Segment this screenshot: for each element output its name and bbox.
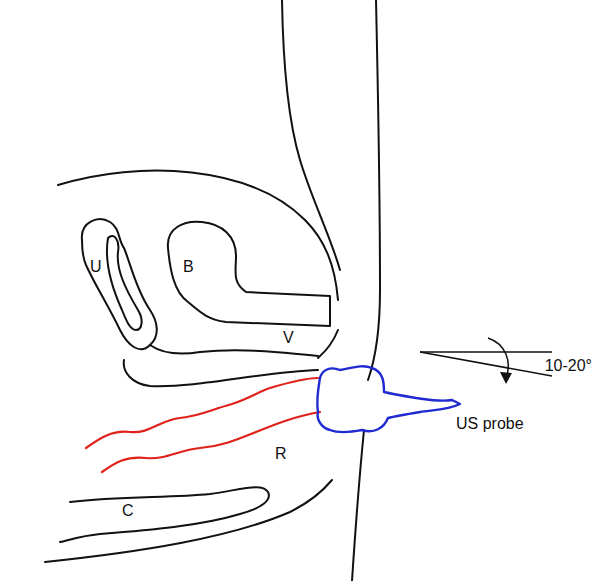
- colon: [60, 487, 269, 542]
- organ-label: B: [183, 259, 194, 275]
- angle-arc: [488, 338, 508, 378]
- rectum-wall: [86, 378, 318, 448]
- us-probe: [317, 366, 460, 432]
- pelvic-arc: [58, 171, 338, 300]
- vagina: [124, 345, 318, 386]
- angle-arrowhead: [500, 372, 512, 384]
- rectum-wall: [102, 412, 320, 472]
- sacral-line: [45, 480, 332, 562]
- angle-line: [420, 351, 552, 353]
- uterine-cavity: [107, 236, 142, 330]
- probe-label: US probe: [456, 416, 524, 432]
- perineum: [318, 330, 338, 358]
- abdominal-wall: [282, 0, 340, 270]
- organ-label: R: [275, 446, 287, 462]
- organ-label: V: [283, 330, 294, 346]
- organ-label: C: [122, 503, 134, 519]
- angle-label: 10-20°: [545, 358, 592, 374]
- angle-line: [420, 352, 552, 376]
- body-contour: [352, 0, 380, 581]
- uterus: [82, 219, 157, 349]
- organ-label: U: [90, 259, 102, 275]
- bladder: [168, 222, 330, 326]
